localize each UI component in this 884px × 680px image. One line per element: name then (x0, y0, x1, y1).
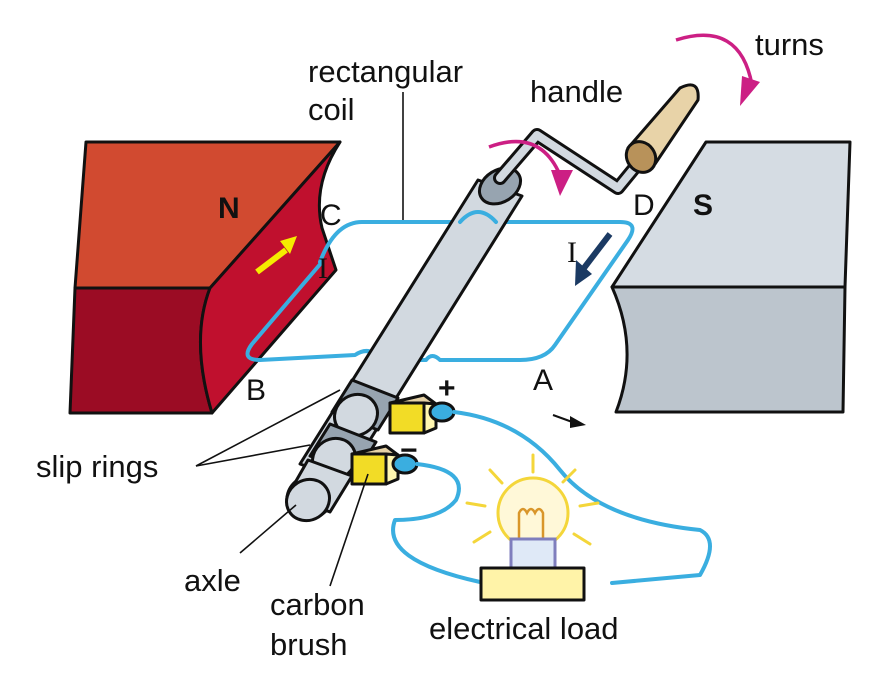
leader-slip-ring-1 (195, 389, 341, 467)
label-corner-b: B (246, 374, 266, 407)
handle-grip-end (624, 140, 658, 174)
label-corner-a: A (533, 364, 553, 397)
north-magnet (68, 140, 342, 415)
label-slip-rings: slip rings (36, 449, 158, 484)
current-arrow-right (581, 232, 613, 270)
turns-arrowhead (740, 76, 760, 106)
carbon-brush-positive (388, 393, 456, 435)
south-magnet-front (610, 285, 847, 414)
coil-front-segment (458, 210, 498, 224)
label-negative-terminal: − (400, 434, 418, 467)
label-south-pole: S (693, 189, 713, 222)
label-current-right: I (567, 236, 577, 269)
terminal-positive (428, 401, 456, 423)
current-arrow-right-head (575, 260, 592, 286)
label-rectangular-coil-1: rectangular (308, 54, 463, 89)
bulb-rays (465, 453, 600, 546)
label-positive-terminal: + (438, 372, 456, 405)
label-carbon-brush-2: brush (270, 627, 348, 662)
leader-slip-ring-2 (195, 444, 311, 467)
current-arrow-left (255, 247, 288, 275)
south-magnet (610, 140, 852, 414)
light-bulb (465, 453, 600, 602)
axle-collar (478, 166, 522, 206)
bulb-base (509, 537, 557, 571)
label-north-pole: N (218, 192, 240, 225)
leader-carbon-brush (329, 473, 369, 587)
label-carbon-brush-1: carbon (270, 587, 365, 622)
turns-rotation-arrow (675, 33, 754, 86)
electrical-load-base (479, 566, 586, 602)
bulb-filament (517, 507, 545, 540)
axle-rotation-arrow (488, 139, 562, 176)
handle-crank (493, 83, 700, 195)
label-axle: axle (184, 563, 241, 598)
label-electrical-load: electrical load (429, 611, 619, 646)
carbon-brush-negative (350, 444, 419, 486)
external-wire-negative (391, 462, 482, 584)
label-corner-d: D (633, 189, 655, 222)
crank-rod (496, 131, 649, 192)
label-rectangular-coil-2: coil (308, 92, 355, 127)
label-corner-c: C (320, 199, 342, 232)
current-arrow-left-head (280, 236, 297, 254)
axle-rotation-arrowhead (551, 170, 573, 196)
motion-arrowhead (570, 416, 586, 428)
north-magnet-front (68, 286, 214, 415)
label-current-left: I (318, 252, 328, 285)
label-handle: handle (530, 74, 623, 109)
leader-axle (239, 504, 297, 554)
north-pole-face (199, 140, 342, 415)
label-turns: turns (755, 27, 824, 62)
external-wire-positive (452, 410, 712, 585)
